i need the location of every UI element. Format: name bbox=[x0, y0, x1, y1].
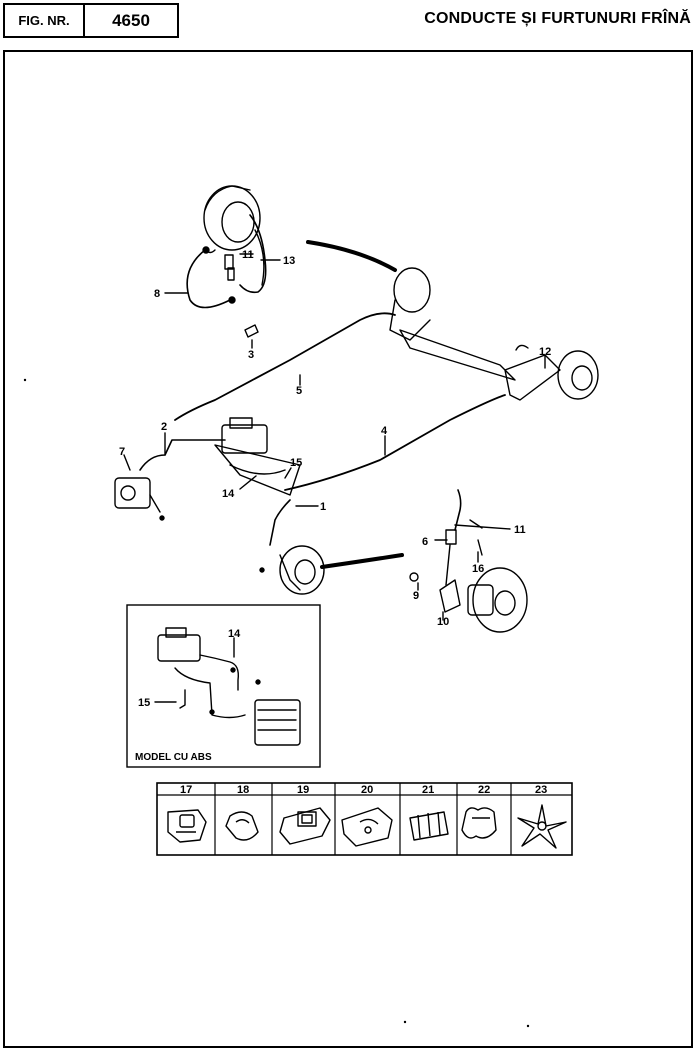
callout-1: 1 bbox=[320, 501, 326, 513]
front-brake-caliper-left bbox=[114, 477, 165, 521]
callout-8: 8 bbox=[154, 288, 160, 300]
rear-drum-brake-left bbox=[203, 185, 265, 286]
brake-line-1 bbox=[269, 499, 291, 546]
clip-21-icon bbox=[409, 811, 449, 841]
clip-18-icon bbox=[225, 811, 259, 841]
inset-callout-14: 14 bbox=[228, 628, 241, 640]
front-brake-disc-right bbox=[259, 545, 325, 595]
figure-number-box: FIG. NR. 4650 bbox=[3, 3, 179, 38]
callout-10: 10 bbox=[437, 616, 449, 628]
clip-number-23: 23 bbox=[535, 784, 547, 796]
clip-23-icon bbox=[517, 804, 567, 849]
callout-15: 15 bbox=[290, 457, 302, 469]
clip-20-icon bbox=[341, 807, 393, 847]
callout-9: 9 bbox=[413, 590, 419, 602]
clip-number-19: 19 bbox=[297, 784, 309, 796]
master-cylinder bbox=[214, 417, 301, 496]
abs-model-caption: MODEL CU ABS bbox=[135, 752, 212, 763]
brake-line-5 bbox=[174, 312, 396, 421]
figure-number-value: 4650 bbox=[112, 10, 150, 30]
callout-4: 4 bbox=[381, 425, 388, 437]
clip-19-icon bbox=[279, 807, 331, 845]
callout-2: 2 bbox=[161, 421, 167, 433]
clip-number-21: 21 bbox=[422, 784, 434, 796]
brake-line-4 bbox=[284, 394, 506, 491]
clip-22-icon bbox=[461, 807, 497, 839]
callout-14: 14 bbox=[222, 488, 235, 500]
callout-6: 6 bbox=[422, 536, 428, 548]
clip-number-17: 17 bbox=[180, 784, 192, 796]
main-callouts: 1 2 3 4 5 6 7 8 9 10 11 11 12 13 14 15 1… bbox=[119, 249, 551, 628]
brake-hose-8 bbox=[186, 249, 231, 309]
bleed-screw-3 bbox=[244, 324, 259, 338]
callout-16: 16 bbox=[472, 563, 484, 575]
callout-5: 5 bbox=[296, 385, 302, 397]
rear-axle bbox=[389, 267, 599, 401]
diagram-frame bbox=[3, 50, 693, 1048]
brake-line-2 bbox=[139, 439, 226, 471]
callout-12: 12 bbox=[539, 346, 551, 358]
brake-pipe-13 bbox=[239, 214, 267, 294]
clip-table: 17 18 19 20 21 22 23 bbox=[156, 782, 573, 856]
abs-inset: 14 15 bbox=[126, 604, 321, 768]
callout-7: 7 bbox=[119, 446, 125, 458]
clip-number-22: 22 bbox=[478, 784, 490, 796]
inset-callout-15: 15 bbox=[138, 697, 150, 709]
callout-13: 13 bbox=[283, 255, 295, 267]
clip-number-18: 18 bbox=[237, 784, 249, 796]
callout-11-upper: 11 bbox=[242, 249, 254, 261]
callout-11-lower: 11 bbox=[514, 524, 526, 536]
figure-number-label: FIG. NR. bbox=[5, 5, 85, 36]
clip-number-20: 20 bbox=[361, 784, 373, 796]
page-title: CONDUCTE ȘI FURTUNURI FRÎNĂ bbox=[424, 10, 691, 27]
rear-disc-brake-right bbox=[409, 489, 528, 633]
callout-3: 3 bbox=[248, 349, 254, 361]
clip-17-icon bbox=[167, 809, 207, 843]
